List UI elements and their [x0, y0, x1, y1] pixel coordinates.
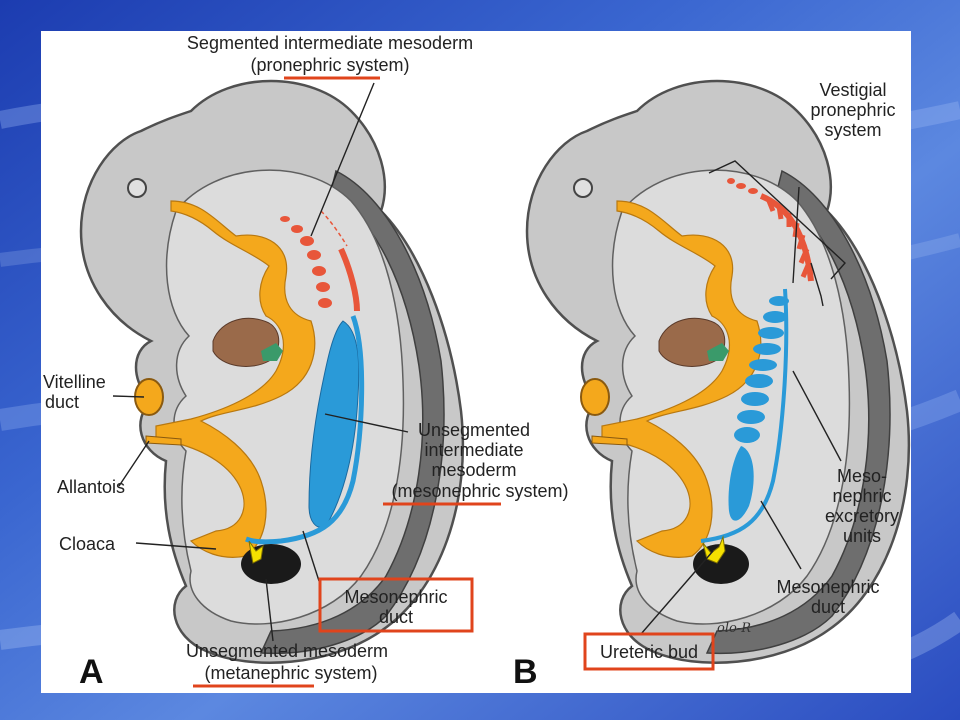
- figure-panel: Segmented intermediate mesoderm (proneph…: [41, 31, 911, 693]
- label-segmented-line1: Segmented intermediate mesoderm: [187, 33, 473, 53]
- embryo-a-gut-tube: [155, 200, 316, 558]
- embryo-a-mesonephric-mesoderm: [308, 320, 360, 528]
- embryo-b-mesonephric-units: [700, 288, 789, 543]
- highlight-box-mesonephric-duct-a: [318, 577, 474, 633]
- label-mesonephric-duct-a-line1: Mesonephric: [344, 587, 447, 607]
- embryo-b-body-cavity: [611, 169, 851, 625]
- label-bottom-line2: (metanephric system): [204, 663, 377, 683]
- embryo-a-stomodeum: [261, 343, 283, 361]
- artist-signature: olo-R: [717, 621, 751, 636]
- label-unsegmented-line4: (mesonephric system): [391, 481, 568, 501]
- label-allantois: Allantois: [57, 477, 125, 497]
- embryo-b-allantois: [591, 435, 628, 446]
- label-unsegmented-line3: mesoderm: [431, 460, 516, 480]
- embryo-a: [79, 79, 465, 664]
- highlight-box-ureteric-bud: [583, 632, 715, 671]
- label-vitelline-line2: duct: [45, 392, 79, 412]
- embryo-b-vitelline-duct: [580, 378, 610, 416]
- embryo-a-body-cavity: [165, 169, 405, 625]
- label-vestigial-line3: system: [824, 120, 881, 140]
- label-bottom-line1: Unsegmented mesoderm: [186, 641, 388, 661]
- label-cloaca: Cloaca: [59, 534, 116, 554]
- embryo-a-eye: [127, 178, 147, 198]
- embryo-a-mesonephric-duct: [245, 315, 365, 545]
- panel-letter-b: B: [513, 653, 538, 691]
- label-unsegmented-line1: Unsegmented: [418, 420, 530, 440]
- embryo-b-eye: [573, 178, 593, 198]
- label-ureteric-bud: Ureteric bud: [600, 642, 698, 662]
- label-excretory-line4: units: [843, 526, 881, 546]
- embryo-a-dorsal-band: [259, 169, 445, 655]
- embryo-a-pronephric-segments: [280, 210, 360, 312]
- embryo-b-stomodeum: [707, 343, 729, 361]
- label-mesonephric-duct-b-line1: Mesonephric: [776, 577, 879, 597]
- label-unsegmented-line2: intermediate: [424, 440, 523, 460]
- embryo-b-gut-tube: [601, 200, 762, 558]
- label-mesonephric-duct-a-line2: duct: [379, 607, 413, 627]
- embryo-b: [525, 79, 911, 664]
- label-excretory-line2: nephric: [832, 486, 891, 506]
- label-vestigial-line2: pronephric: [810, 100, 895, 120]
- embryo-figure: Segmented intermediate mesoderm (proneph…: [43, 33, 911, 691]
- embryo-a-allantois: [145, 435, 182, 446]
- label-mesonephric-duct-b-line2: duct: [811, 597, 845, 617]
- label-excretory-line1: Meso-: [837, 466, 887, 486]
- label-excretory-line3: excretory: [825, 506, 899, 526]
- embryo-a-ureteric-bud: [248, 540, 264, 564]
- panel-letter-a: A: [79, 653, 104, 691]
- label-segmented-line2: (pronephric system): [250, 55, 409, 75]
- leader-lines: [112, 82, 846, 642]
- embryo-b-dorsal-band: [705, 169, 891, 655]
- label-vestigial-line1: Vestigial: [819, 80, 886, 100]
- label-vitelline-line1: Vitelline: [43, 372, 106, 392]
